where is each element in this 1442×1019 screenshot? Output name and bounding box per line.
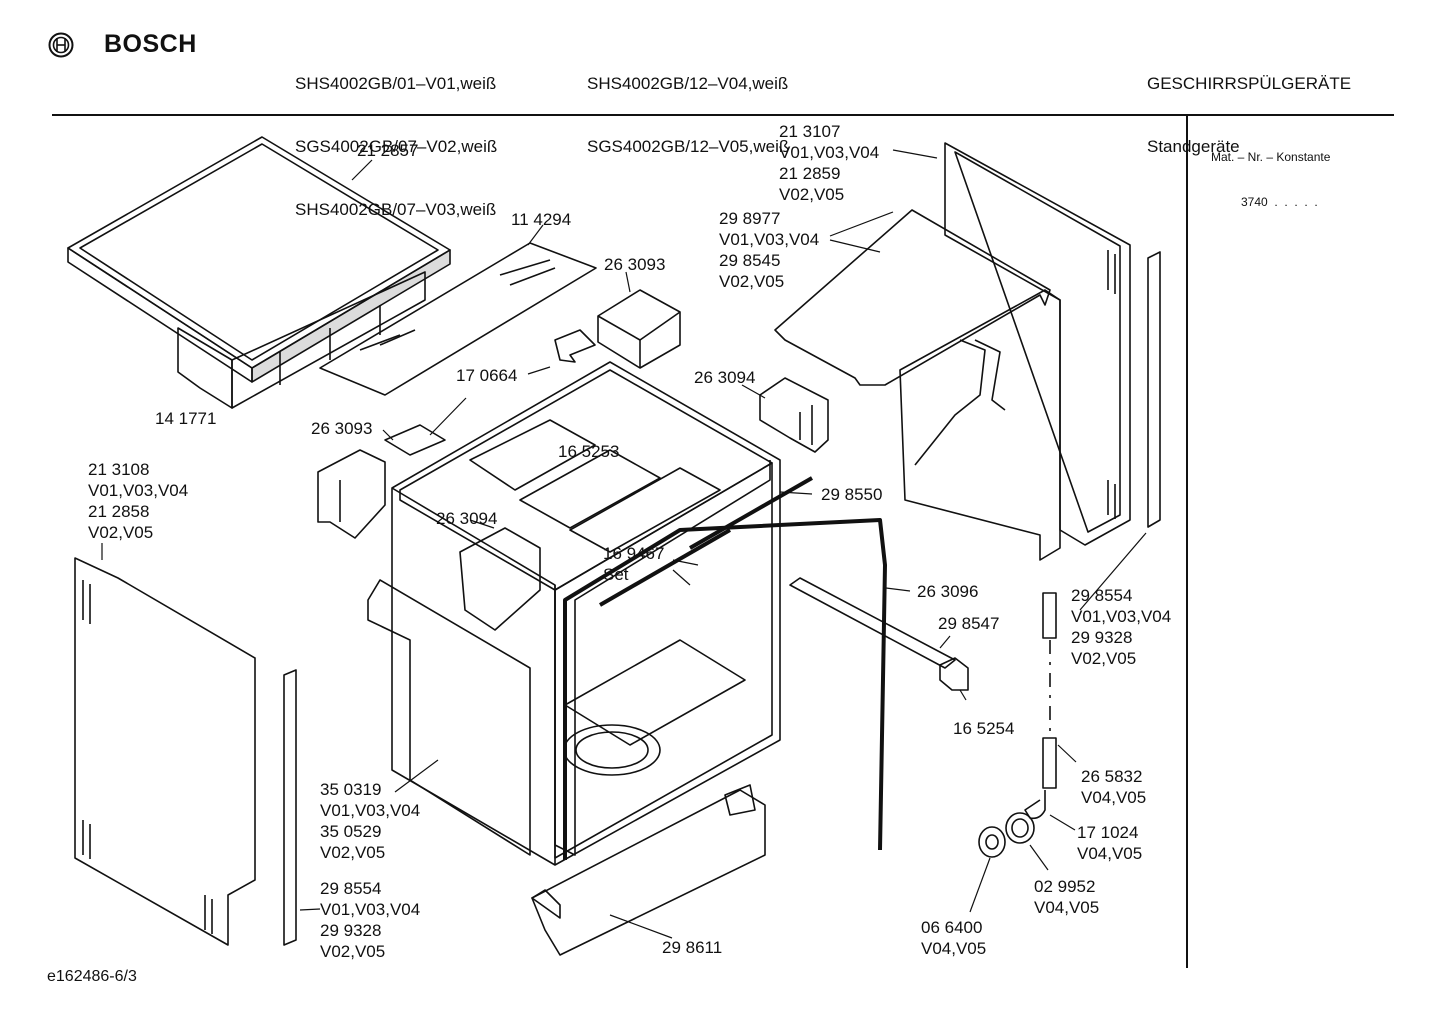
part-label: 26 3093 xyxy=(604,255,665,274)
part-label: 21 3108 V01,V03,V04 21 2858 V02,V05 xyxy=(88,460,193,542)
header-rule xyxy=(52,114,1394,116)
bracket-right-part xyxy=(759,377,829,453)
front-panel-part xyxy=(367,579,531,856)
model-line: SHS4002GB/01–V01,weiß xyxy=(295,74,497,93)
side-divider xyxy=(1186,116,1188,968)
model-line: SGS4002GB/12–V05,weiß xyxy=(587,137,790,156)
left-side-panel-part xyxy=(74,557,256,946)
part-label: 17 0664 xyxy=(456,366,517,385)
part-label: 26 3093 xyxy=(311,419,372,438)
part-label: 11 4294 xyxy=(511,210,571,229)
insulation-strip-part xyxy=(319,242,597,396)
bracket-top-part xyxy=(597,289,681,369)
part-label: 21 2857 xyxy=(357,141,418,160)
part-label: 21 3107 V01,V03,V04 21 2859 V02,V05 xyxy=(779,122,884,204)
part-label: 16 9467 Set xyxy=(603,544,669,584)
material-note-title: Mat. – Nr. – Konstante xyxy=(1211,150,1331,164)
top-cover-plate-part xyxy=(774,209,1051,386)
part-label: 29 8611 xyxy=(662,938,722,957)
front-rail-part xyxy=(789,577,969,691)
left-trim-strip-part xyxy=(283,669,297,946)
rail-part xyxy=(689,476,813,550)
material-note-value: 3740 . . . . . xyxy=(1241,195,1318,209)
part-label: 26 3096 xyxy=(917,582,978,601)
part-label: 35 0319 V01,V03,V04 35 0529 V02,V05 xyxy=(320,780,425,862)
bracket-left-part xyxy=(317,449,386,539)
rear-panel-part xyxy=(899,289,1061,561)
worktop-part xyxy=(67,136,451,409)
model-line: SGS4002GB/07–V02,weiß xyxy=(295,137,498,156)
part-label: 14 1771 xyxy=(155,409,216,428)
part-label: 06 6400 V04,V05 xyxy=(921,918,987,958)
part-label: 17 1024 V04,V05 xyxy=(1077,823,1143,863)
water-hose-part xyxy=(1024,592,1057,820)
part-label: 29 8550 xyxy=(821,485,882,504)
part-labels: 21 2857 11 4294 26 3093 21 3107 V01,V03,… xyxy=(88,122,1176,961)
model-list-1: SHS4002GB/01–V01,weiß SGS4002GB/07–V02,w… xyxy=(295,31,497,241)
subcategory-title: Standgeräte xyxy=(1147,137,1240,156)
part-label: 26 3094 xyxy=(694,368,755,387)
part-label: 26 5832 V04,V05 xyxy=(1081,767,1147,807)
model-line: SHS4002GB/07–V03,weiß xyxy=(295,200,497,219)
right-side-panel-part xyxy=(944,142,1131,546)
rail-part xyxy=(599,528,731,607)
seal-frame-part xyxy=(563,518,887,860)
part-label: 26 3094 xyxy=(436,509,497,528)
door-seal-part xyxy=(554,460,771,856)
mounting-plate-left-part xyxy=(384,424,446,456)
tub-body-part xyxy=(391,361,781,866)
part-label: 02 9952 V04,V05 xyxy=(1034,877,1100,917)
model-list-2: SHS4002GB/12–V04,weiß SGS4002GB/12–V05,w… xyxy=(587,31,789,178)
nut-part xyxy=(978,826,1006,858)
part-label: 29 8977 V01,V03,V04 29 8545 V02,V05 xyxy=(719,209,824,291)
model-line: SHS4002GB/12–V04,weiß xyxy=(587,74,789,93)
material-note: Mat. – Nr. – Konstante 3740 . . . . . xyxy=(1211,120,1330,225)
part-label: 16 5253 xyxy=(558,442,619,461)
part-label: 29 8554 V01,V03,V04 29 9328 V02,V05 xyxy=(320,879,425,961)
part-label: 16 5254 xyxy=(953,719,1014,738)
bracket-center-part xyxy=(459,527,541,631)
bottom-plinth-part xyxy=(531,784,766,956)
category-block: GESCHIRRSPÜLGERÄTE Standgeräte xyxy=(1147,31,1351,178)
bosch-logo-icon xyxy=(48,32,74,58)
part-label: 29 8547 xyxy=(938,614,999,633)
mounting-plate-part xyxy=(554,329,596,363)
category-title: GESCHIRRSPÜLGERÄTE xyxy=(1147,74,1352,93)
seal-ring-part xyxy=(1005,812,1035,844)
part-label: 29 8554 V01,V03,V04 29 9328 V02,V05 xyxy=(1071,586,1176,668)
leader-lines xyxy=(101,149,1147,939)
right-trim-strip-part xyxy=(1147,251,1161,528)
document-code: e162486-6/3 xyxy=(47,968,137,985)
brand-name: BOSCH xyxy=(104,30,197,58)
